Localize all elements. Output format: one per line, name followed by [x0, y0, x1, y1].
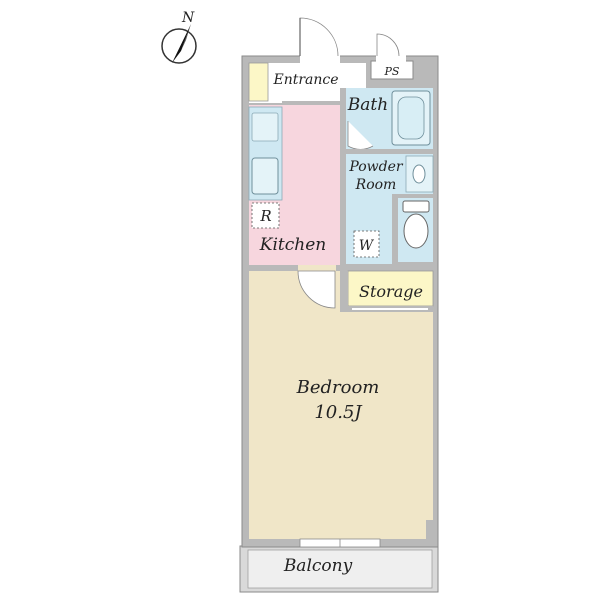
bedroom-door-swing	[297, 270, 336, 309]
bedroom-size-label: 10.5J	[314, 402, 363, 423]
entrance-door-opening	[300, 54, 340, 64]
kitchen-bath-wall	[340, 88, 346, 268]
entrance-bottom-wall	[282, 101, 342, 105]
washer-label: W	[359, 238, 375, 254]
entrance-door-swing	[299, 17, 339, 57]
ps-door-swing	[376, 33, 400, 57]
storage-side-wall	[340, 271, 348, 312]
kitchen-stove-icon	[251, 112, 279, 142]
kitchen-label: Kitchen	[259, 235, 326, 255]
balcony: Balcony	[239, 545, 439, 593]
washer-space	[353, 230, 380, 258]
powder-room-label-line2: Room	[355, 177, 397, 193]
powder-room-label-line1: Powder	[348, 159, 404, 175]
bathtub-inner	[397, 96, 425, 140]
washbasin-icon	[412, 164, 426, 184]
bedroom-label: Bedroom	[296, 377, 380, 398]
bedroom-floor	[249, 271, 433, 539]
north-label: N	[181, 10, 195, 26]
toilet-tank-icon	[402, 200, 430, 213]
refrigerator-space	[251, 202, 280, 229]
storage-label: Storage	[359, 282, 423, 301]
compass-needle-icon	[172, 24, 191, 63]
bedroom-door-opening	[298, 265, 336, 271]
compass-needle-tail-icon	[181, 24, 191, 51]
kitchen-bedroom-wall	[249, 265, 342, 271]
compass: N	[161, 10, 197, 64]
balcony-label: Balcony	[283, 556, 353, 576]
compass-circle	[161, 28, 197, 64]
ps-label: PS	[384, 65, 400, 78]
bath-powder-wall	[346, 149, 433, 154]
balcony-floor	[247, 549, 433, 589]
kitchen-sink-icon	[251, 157, 279, 195]
bedroom-wall-notch	[426, 520, 433, 539]
refrigerator-label: R	[259, 207, 271, 225]
entrance-label: Entrance	[272, 72, 338, 88]
toilet-bowl-icon	[403, 213, 429, 249]
storage-top-wall	[340, 264, 433, 271]
ps-door-opening	[376, 54, 406, 62]
bath-label: Bath	[347, 95, 388, 115]
entrance-shoe-cabinet	[248, 62, 269, 102]
